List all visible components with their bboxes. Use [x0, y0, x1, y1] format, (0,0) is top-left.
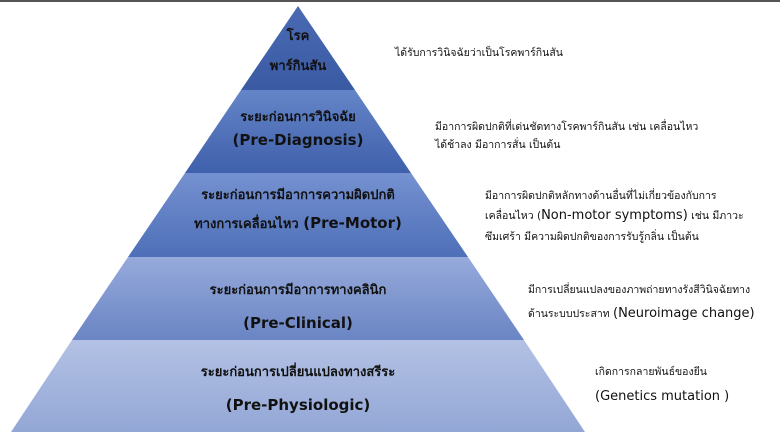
level-3-description: มีอาการผิดปกติหลักทางด้านอื่นที่ไม่เกี่ย…	[485, 187, 744, 247]
level-3-label: ระยะก่อนการมีอาการความผิดปกติ ทางการเคลื…	[148, 184, 448, 237]
level-3-desc-line2-end: เช่น มีภาวะ	[687, 210, 744, 223]
level-4-desc-line2-en: (Neuroimage change)	[613, 306, 755, 321]
level-2-description: มีอาการผิดปกติที่เด่นชัดทางโรคพาร์กินสัน…	[435, 118, 698, 155]
level-3-desc-line3: ซึมเศร้า มีความผิดปกติของการรับรู้กลิ่น …	[485, 231, 699, 244]
pyramid-level-4	[72, 257, 524, 340]
pyramid-level-1	[241, 6, 355, 90]
level-3-title-line2: ทางการเคลื่อนไหว	[194, 216, 299, 232]
pyramid-level-5	[11, 340, 585, 432]
level-5-desc-line1: เกิดการกลายพันธ์ของยีน	[595, 366, 707, 378]
level-4-desc-line1: มีการเปลี่ยนแปลงของภาพถ่ายทางรังสีวินิจฉ…	[528, 284, 751, 296]
level-4-label: ระยะก่อนการมีอาการทางคลินิก (Pre-Clinica…	[148, 276, 448, 340]
level-5-title-en: (Pre-Physiologic)	[225, 395, 371, 414]
level-4-title-th: ระยะก่อนการมีอาการทางคลินิก	[209, 283, 387, 298]
pyramid-level-2	[185, 90, 411, 173]
level-1-label: โรค พาร์กินสัน	[238, 22, 358, 82]
top-border	[0, 0, 780, 2]
level-5-title-th: ระยะก่อนการเปลี่ยนแปลงทางสรีระ	[200, 365, 396, 380]
level-3-title-line1: ระยะก่อนการมีอาการความผิดปกติ	[201, 188, 395, 203]
level-1-title-line1: โรค	[286, 29, 310, 44]
level-4-desc-line2-start: ด้านระบบประสาท	[528, 308, 614, 320]
level-3-desc-line2-en: Non-motor symptoms)	[541, 208, 688, 224]
level-2-desc-line2: ได้ช้าลง มีอาการสั่น เป็นต้น	[435, 139, 561, 152]
level-2-title-th: ระยะก่อนการวินิจฉัย	[240, 110, 356, 125]
level-2-title-en: (Pre-Diagnosis)	[232, 130, 364, 149]
level-1-title-line2: พาร์กินสัน	[269, 58, 327, 74]
level-3-desc-line2-start: เคลื่อนไหว (	[485, 210, 542, 223]
level-1-description: ได้รับการวินิจฉัยว่าเป็นโรคพาร์กินสัน	[395, 44, 563, 62]
level-5-desc-line2-en: (Genetics mutation )	[595, 389, 730, 405]
level-4-title-en: (Pre-Clinical)	[243, 313, 353, 332]
level-2-desc-line1: มีอาการผิดปกติที่เด่นชัดทางโรคพาร์กินสัน…	[435, 121, 699, 133]
level-2-label: ระยะก่อนการวินิจฉัย (Pre-Diagnosis)	[198, 110, 398, 150]
level-3-title-en: (Pre-Motor)	[303, 213, 402, 232]
pyramid-level-3	[128, 173, 468, 257]
level-4-description: มีการเปลี่ยนแปลงของภาพถ่ายทางรังสีวินิจฉ…	[528, 280, 755, 327]
level-5-label: ระยะก่อนการเปลี่ยนแปลงทางสรีระ (Pre-Phys…	[148, 358, 448, 422]
level-1-desc-text: ได้รับการวินิจฉัยว่าเป็นโรคพาร์กินสัน	[395, 47, 563, 59]
level-5-description: เกิดการกลายพันธ์ของยีน (Genetics mutatio…	[595, 361, 729, 410]
level-3-desc-line1: มีอาการผิดปกติหลักทางด้านอื่นที่ไม่เกี่ย…	[485, 190, 717, 202]
